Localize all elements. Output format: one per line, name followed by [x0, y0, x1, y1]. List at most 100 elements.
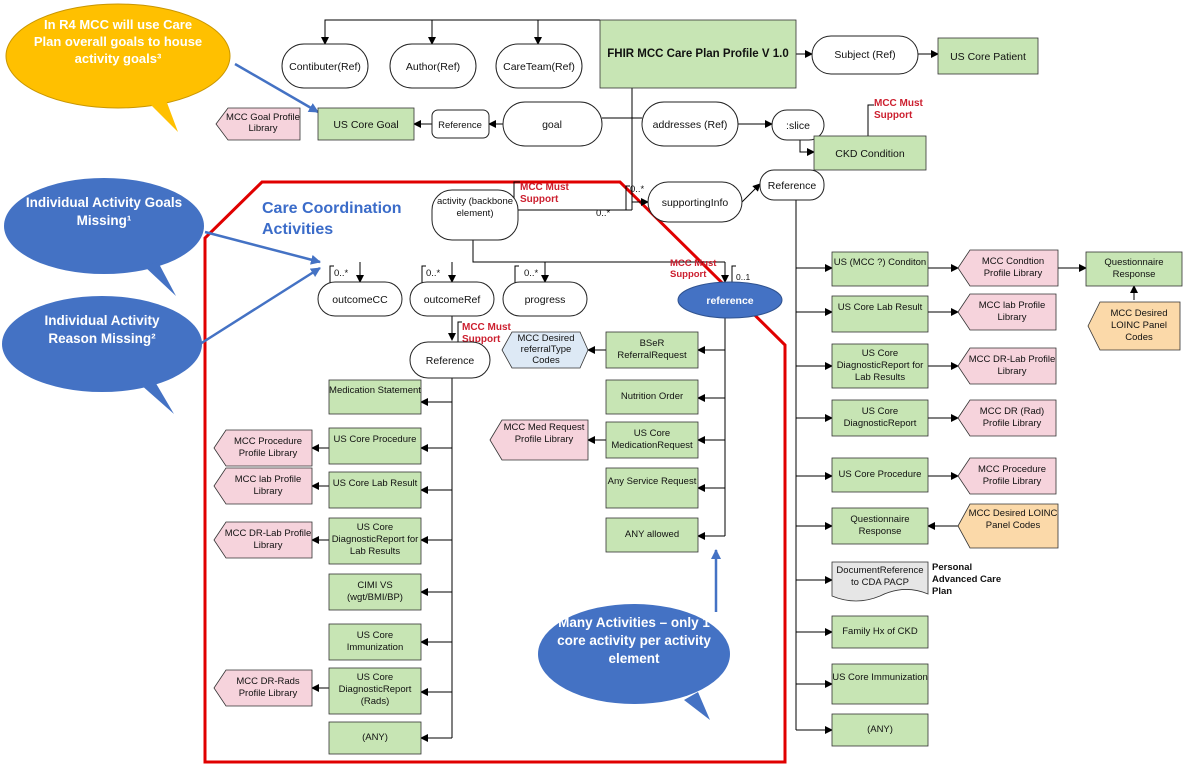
us-core-patient-node: US Core Patient: [937, 37, 1039, 75]
outcome-target: US Core DiagnosticReport (Rads): [338, 672, 412, 707]
referral-codes-label: MCC Desired referralType Codes: [517, 333, 575, 366]
reference-activity-label: reference: [706, 295, 753, 307]
subject-node: Subject (Ref): [811, 35, 919, 75]
outcome-library: MCC DR-Lab Profile Library: [224, 528, 312, 551]
author-node: Author(Ref): [389, 43, 477, 89]
ckd-condition-node: CKD Condition: [813, 135, 927, 171]
supporting-targets: US (MCC ?) Conditon US Core Lab Result U…: [831, 251, 929, 747]
must-support-reference: MCC Must Support: [670, 258, 717, 280]
card-supporting-b: 0..*: [596, 208, 611, 219]
outcomeref-node: outcomeRef: [409, 281, 495, 317]
card-outcomeref: 0..*: [426, 268, 441, 279]
outcome-target: Medication Statement: [329, 385, 421, 396]
outcome-library: MCC lab Profile Library: [234, 474, 302, 497]
must-support-outcome: MCC Must Support: [462, 322, 511, 345]
supporting-info-label: supportingInfo: [662, 197, 729, 209]
card-supporting-a: 0..*: [630, 184, 645, 195]
dr-rad-library-label: MCC DR (Rad) Profile Library: [979, 406, 1045, 429]
loinc-panel-2-label: MCC Desired LOINC Panel Codes: [968, 508, 1058, 531]
activity-node: activity (backbone element): [431, 189, 519, 241]
activity-target: Nutrition Order: [620, 391, 684, 402]
supporting-target: US (MCC ?) Conditon: [833, 257, 927, 268]
us-core-patient-label: US Core Patient: [950, 51, 1026, 63]
lab-library-label: MCC lab Profile Library: [978, 300, 1046, 323]
reference-si-node: Reference: [759, 169, 825, 201]
loinc-panel-1-label: MCC Desired LOINC Panel Codes: [1110, 308, 1168, 343]
supporting-target: US Core Immunization: [832, 672, 928, 683]
supporting-target: Questionnaire Response: [850, 514, 910, 537]
supporting-target: US Core Procedure: [838, 469, 922, 480]
mcc-goal-library-node: MCC Goal Profile Library: [215, 107, 301, 141]
goal-label: goal: [542, 119, 562, 131]
card-progress: 0..*: [524, 268, 539, 279]
outcome-target: US Core Procedure: [333, 434, 417, 445]
callout-r4-goals-text: In R4 MCC will use Care Plan overall goa…: [33, 17, 203, 66]
goal-node: goal: [502, 101, 603, 147]
outcome-target: CIMI VS (wgt/BMI/BP): [347, 580, 403, 603]
outcome-library: MCC Procedure Profile Library: [233, 436, 303, 459]
profile-node: FHIR MCC Care Plan Profile V 1.0: [599, 19, 797, 89]
author-label: Author(Ref): [406, 61, 460, 73]
must-support-ckd: MCC Must Support: [874, 98, 923, 121]
callout-reason-missing: Individual Activity Reason Missing²: [2, 296, 202, 414]
card-outcomecc: 0..*: [334, 268, 349, 279]
supporting-target: (ANY): [867, 724, 893, 735]
condition-library-label: MCC Condtion Profile Library: [981, 256, 1045, 279]
progress-node: progress: [502, 281, 588, 317]
outcome-target: (ANY): [362, 732, 388, 743]
supporting-target: US Core Lab Result: [837, 302, 923, 313]
outcomecc-node: outcomeCC: [317, 281, 403, 317]
med-request-library-label: MCC Med Request Profile Library: [503, 422, 585, 445]
activity-target: Any Service Request: [607, 476, 697, 487]
procedure-library-label: MCC Procedure Profile Library: [977, 464, 1047, 487]
care-coordination-title-2: Activities: [262, 221, 333, 238]
careteam-node: CareTeam(Ref): [495, 43, 583, 89]
callout-goals-missing-text: Individual Activity Goals Missing¹: [25, 195, 183, 228]
subject-label: Subject (Ref): [834, 49, 895, 61]
outcomeref-label: outcomeRef: [424, 294, 481, 306]
care-coordination-region: [203, 180, 787, 764]
us-core-goal-node: US Core Goal: [317, 107, 415, 141]
dr-lab-library-label: MCC DR-Lab Profile Library: [968, 354, 1056, 377]
reference-goal-node: Reference: [431, 109, 490, 139]
outcome-libraries: MCC Procedure Profile Library MCC lab Pr…: [213, 429, 313, 707]
questionnaire-response-label: Questionnaire Response: [1104, 257, 1164, 280]
outcome-targets: Medication Statement US Core Procedure U…: [328, 379, 422, 755]
reference-activity-node: reference: [677, 281, 783, 319]
contributor-label: Contibuter(Ref): [289, 61, 361, 73]
supporting-target: DocumentReference to CDA PACP: [836, 565, 924, 588]
reference-outcome-label: Reference: [426, 355, 475, 367]
contributor-node: Contibuter(Ref): [281, 43, 369, 89]
edges: [199, 19, 1138, 742]
reference-goal-label: Reference: [438, 120, 482, 131]
supporting-target: US Core DiagnosticReport: [843, 406, 917, 429]
card-reference: 0..1: [736, 272, 750, 282]
outcome-target: US Core DiagnosticReport for Lab Results: [331, 522, 419, 557]
activity-label: activity (backbone element): [436, 196, 514, 219]
supporting-target: US Core DiagnosticReport for Lab Results: [836, 348, 924, 383]
callout-goals-missing: Individual Activity Goals Missing¹: [4, 178, 204, 296]
mcc-goal-library-label: MCC Goal Profile Library: [226, 112, 300, 134]
reference-si-label: Reference: [768, 180, 817, 192]
supporting-info-node: supportingInfo: [647, 181, 743, 223]
activity-target: ANY allowed: [624, 529, 680, 540]
supporting-target: Family Hx of CKD: [842, 626, 918, 637]
med-request-library-node: MCC Med Request Profile Library: [489, 419, 589, 461]
outcome-target: US Core Lab Result: [332, 478, 418, 489]
reference-outcome-node: Reference: [409, 341, 491, 379]
addresses-label: addresses (Ref): [653, 119, 728, 131]
outcomecc-label: outcomeCC: [332, 294, 388, 306]
callout-reason-missing-text: Individual Activity Reason Missing²: [44, 313, 160, 346]
activity-target: US Core MedicationRequest: [611, 428, 693, 451]
progress-label: progress: [525, 294, 566, 306]
careteam-label: CareTeam(Ref): [503, 61, 575, 73]
addresses-node: addresses (Ref): [641, 101, 739, 147]
profile-label: FHIR MCC Care Plan Profile V 1.0: [607, 48, 789, 60]
supporting-side: MCC Condtion Profile Library Questionnai…: [932, 249, 1183, 597]
outcome-target: US Core Immunization: [346, 630, 404, 653]
ckd-condition-label: CKD Condition: [835, 148, 905, 160]
referral-codes-node: MCC Desired referralType Codes: [501, 331, 589, 369]
slice-node: :slice: [771, 109, 825, 141]
callout-many-activities: Many Activities – only 1 core activity p…: [538, 604, 730, 720]
